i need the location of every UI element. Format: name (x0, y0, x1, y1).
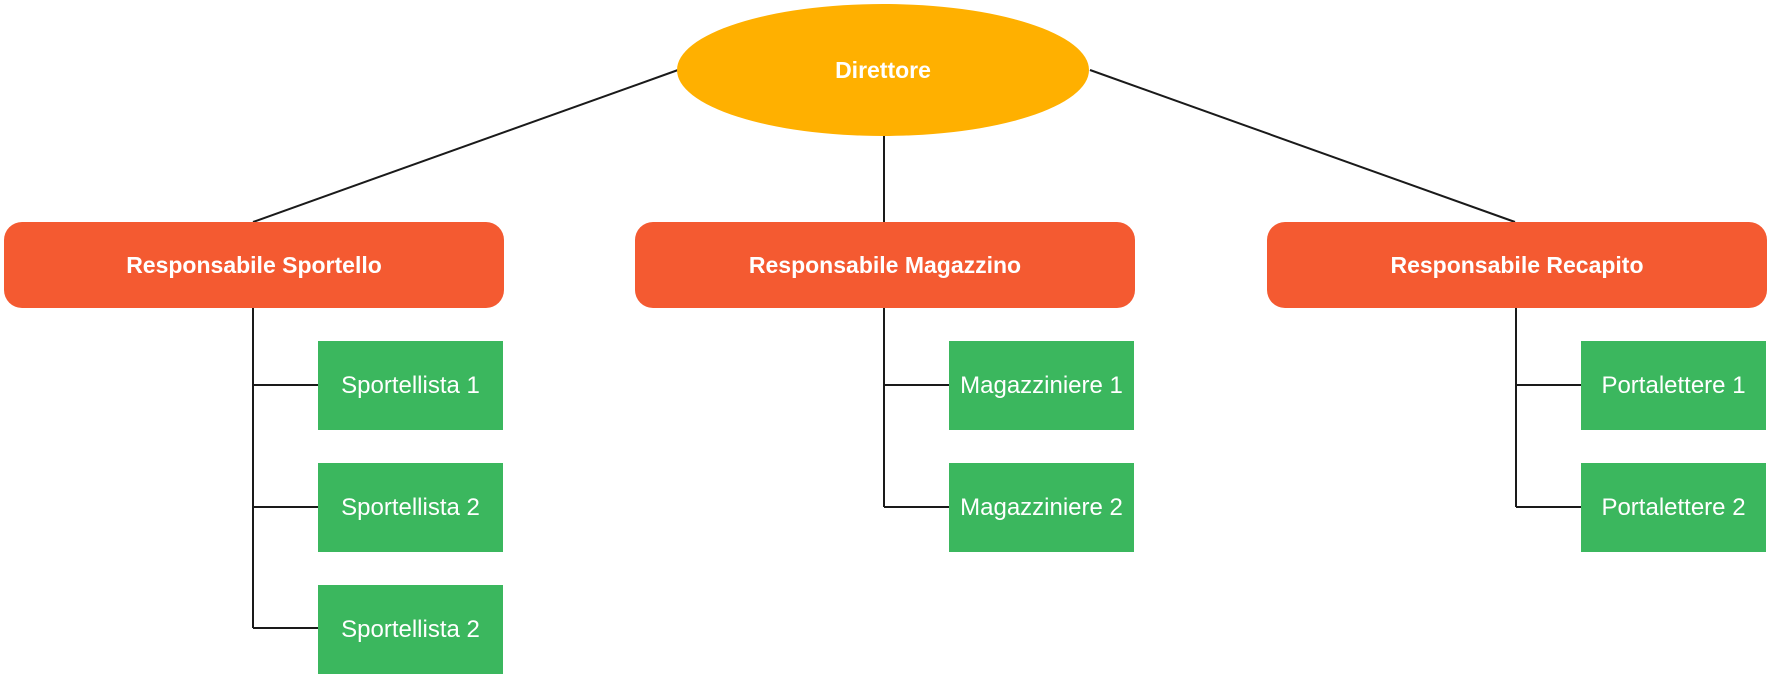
staff-label: Portalettere 1 (1601, 371, 1746, 399)
staff-label: Magazziniere 2 (960, 493, 1123, 521)
manager-label-recapito: Responsabile Recapito (1390, 251, 1644, 278)
staff-label: Sportellista 2 (341, 493, 480, 521)
manager-node-magazzino: Responsabile Magazzino (635, 222, 1135, 308)
manager-node-recapito: Responsabile Recapito (1267, 222, 1767, 308)
staff-label: Magazziniere 1 (960, 371, 1123, 399)
director-label: Direttore (835, 56, 931, 83)
staff-node-recapito-2: Portalettere 2 (1581, 463, 1766, 552)
staff-node-sportello-1: Sportellista 1 (318, 341, 503, 430)
staff-node-recapito-1: Portalettere 1 (1581, 341, 1766, 430)
staff-label: Sportellista 2 (341, 615, 480, 643)
staff-node-sportello-2: Sportellista 2 (318, 463, 503, 552)
director-node: Direttore (677, 4, 1089, 136)
staff-node-magazzino-1: Magazziniere 1 (949, 341, 1134, 430)
manager-label-magazzino: Responsabile Magazzino (748, 251, 1022, 278)
staff-node-sportello-3: Sportellista 2 (318, 585, 503, 674)
manager-label-sportello: Responsabile Sportello (126, 251, 382, 278)
staff-label: Sportellista 1 (341, 371, 480, 399)
connector-root-sportello (252, 69, 679, 223)
manager-node-sportello: Responsabile Sportello (4, 222, 504, 308)
connector-root-recapito (1089, 69, 1516, 223)
staff-node-magazzino-2: Magazziniere 2 (949, 463, 1134, 552)
staff-label: Portalettere 2 (1601, 493, 1746, 521)
